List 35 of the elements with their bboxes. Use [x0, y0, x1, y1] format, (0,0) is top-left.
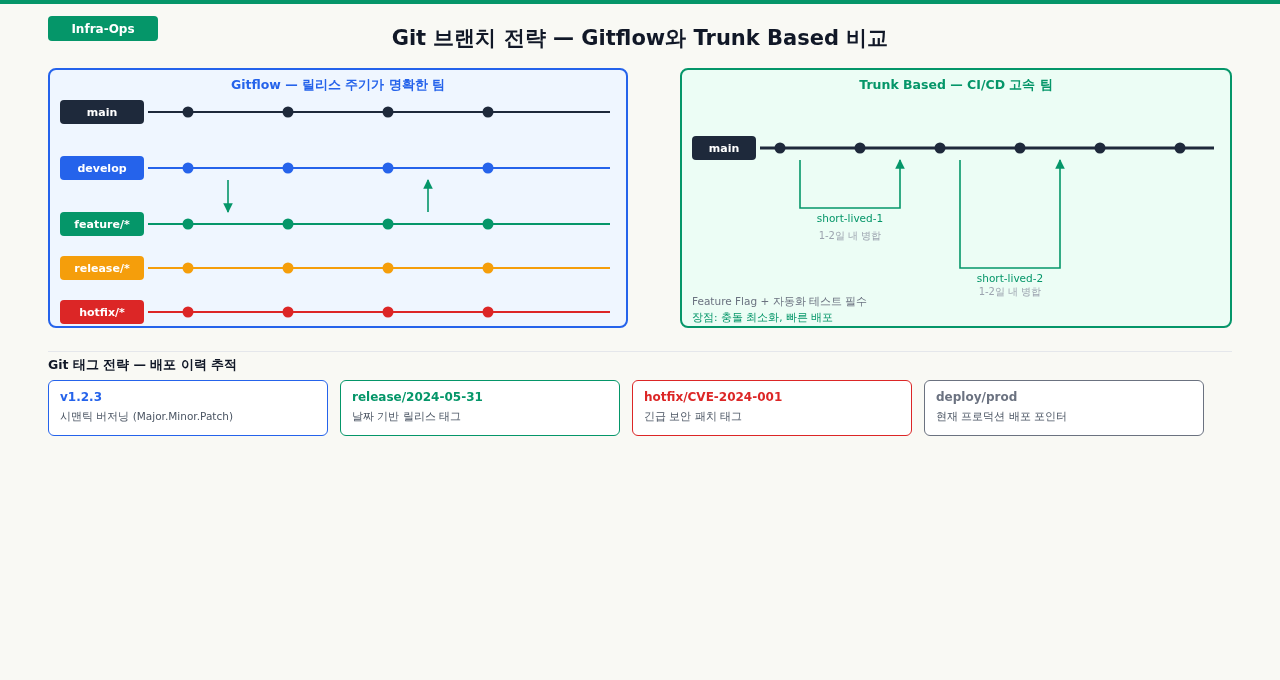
- branch-arrow: [959, 159, 1065, 269]
- edge-label: short-lived-2: [975, 272, 1045, 284]
- branch-arrow: [799, 159, 905, 209]
- tag-description: 시맨틱 버저닝 (Major.Minor.Patch): [60, 410, 233, 424]
- branch-label: main: [60, 100, 144, 124]
- merge-arrow: [423, 179, 433, 213]
- panel-heading: Gitflow — 릴리스 주기가 명확한 팀: [229, 77, 447, 94]
- branch-label: release/*: [60, 256, 144, 280]
- tag-description: 긴급 보안 패치 태그: [644, 410, 742, 424]
- tag-name: deploy/prod: [936, 390, 1018, 404]
- branch-note: 1-2일 내 병합: [977, 285, 1043, 299]
- branch-label: hotfix/*: [60, 300, 144, 324]
- tag-card: [340, 380, 620, 436]
- team-badge: Infra-Ops: [48, 16, 158, 41]
- branch-label: main: [692, 136, 756, 160]
- tag-card: [924, 380, 1204, 436]
- title: Git 브랜치 전략 — Gitflow와 Trunk Based 비교: [390, 25, 890, 52]
- branch-label: develop: [60, 156, 144, 180]
- strategy-panel: [48, 68, 628, 328]
- merge-arrow: [223, 179, 233, 213]
- tag-name: v1.2.3: [60, 390, 102, 404]
- tag-description: 현재 프로덕션 배포 포인터: [936, 410, 1067, 424]
- tag-name: release/2024-05-31: [352, 390, 483, 404]
- branch-label: feature/*: [60, 212, 144, 236]
- branch-note: 1-2일 내 병합: [817, 229, 883, 243]
- note-text: 장점: 충돌 최소화, 빠른 배포: [692, 311, 834, 325]
- tag-description: 날짜 기반 릴리스 태그: [352, 410, 461, 424]
- tag-card: [48, 380, 328, 436]
- section-heading: Git 태그 전략 — 배포 이력 추적: [48, 357, 238, 374]
- tag-card: [632, 380, 912, 436]
- note-text: Feature Flag + 자동화 테스트 필수: [692, 295, 868, 309]
- tag-name: hotfix/CVE-2024-001: [644, 390, 783, 404]
- strategy-panel: [680, 68, 1232, 328]
- panel-heading: Trunk Based — CI/CD 고속 팀: [858, 77, 1054, 94]
- edge-label: short-lived-1: [815, 212, 885, 224]
